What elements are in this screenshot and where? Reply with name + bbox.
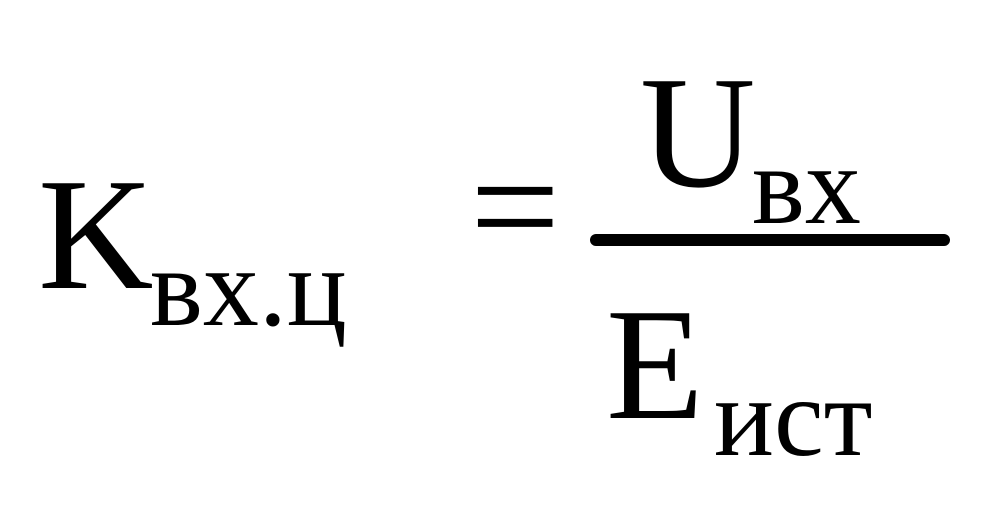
denominator-subscript: ист bbox=[714, 356, 873, 480]
lhs-subscript: вх.ц bbox=[150, 226, 347, 350]
lhs-symbol: K bbox=[38, 145, 154, 323]
fraction-bar bbox=[590, 234, 950, 246]
denominator-symbol: E bbox=[606, 275, 704, 453]
equals-sign: = bbox=[470, 117, 561, 295]
numerator-subscript: вх bbox=[752, 124, 861, 248]
numerator-symbol: U bbox=[640, 43, 756, 221]
